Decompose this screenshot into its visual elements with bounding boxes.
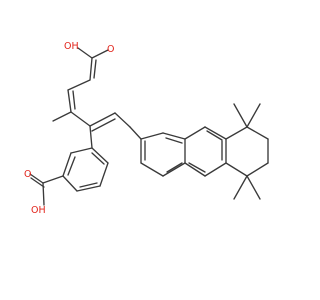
carbonyl-oxygen-label-bottom: O (24, 169, 31, 180)
chain-bonds (52, 79, 131, 149)
hydroxyl-label-top: OH (64, 41, 79, 52)
benzoic-acid-ring (62, 147, 109, 192)
top-carboxylic-acid-group (77, 47, 109, 81)
tetramethyl-substituents (233, 103, 261, 200)
hydroxyl-label-bottom: OH (31, 205, 46, 216)
fused-aromatic-system (129, 126, 269, 177)
molecule-structure-diagram: OH O O OH (24, 41, 269, 216)
bottom-carboxylic-acid-group (29, 173, 64, 206)
carbonyl-oxygen-label-top: O (107, 44, 114, 55)
